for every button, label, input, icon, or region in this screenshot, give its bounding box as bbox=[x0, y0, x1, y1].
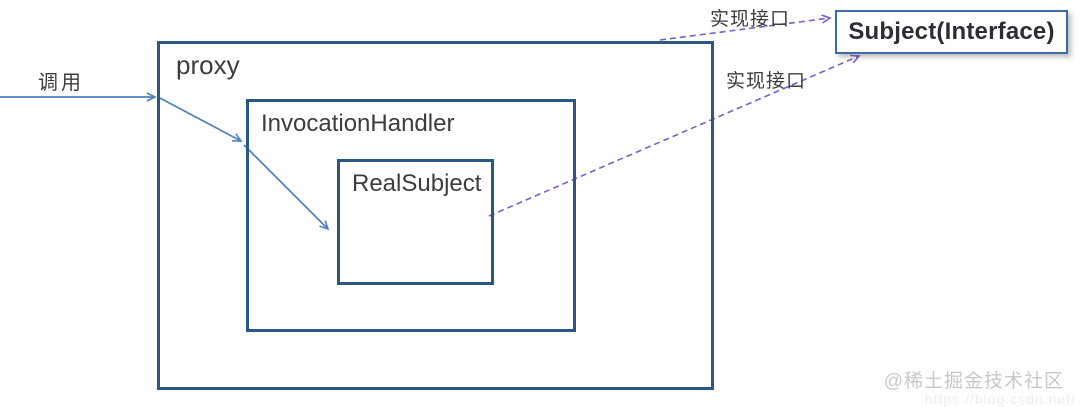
subject-interface-label: Subject(Interface) bbox=[848, 18, 1055, 45]
call-arrow-label: 调用 bbox=[38, 72, 84, 94]
real-subject-box: RealSubject bbox=[337, 159, 494, 285]
community-watermark: @稀土掘金技术社区 bbox=[883, 371, 1064, 392]
proxy-box: proxy InvocationHandler RealSubject bbox=[157, 41, 714, 390]
url-watermark: https://blog.csdn.net/ bbox=[924, 391, 1076, 407]
implements-label-bottom: 实现接口 bbox=[726, 71, 807, 92]
subject-interface-box: Subject(Interface) bbox=[835, 10, 1068, 54]
invocation-handler-box-label: InvocationHandler bbox=[261, 110, 455, 137]
real-subject-box-label: RealSubject bbox=[352, 170, 482, 197]
proxy-box-label: proxy bbox=[176, 50, 240, 80]
invocation-handler-box: InvocationHandler RealSubject bbox=[246, 99, 576, 332]
implements-label-top: 实现接口 bbox=[710, 9, 791, 30]
